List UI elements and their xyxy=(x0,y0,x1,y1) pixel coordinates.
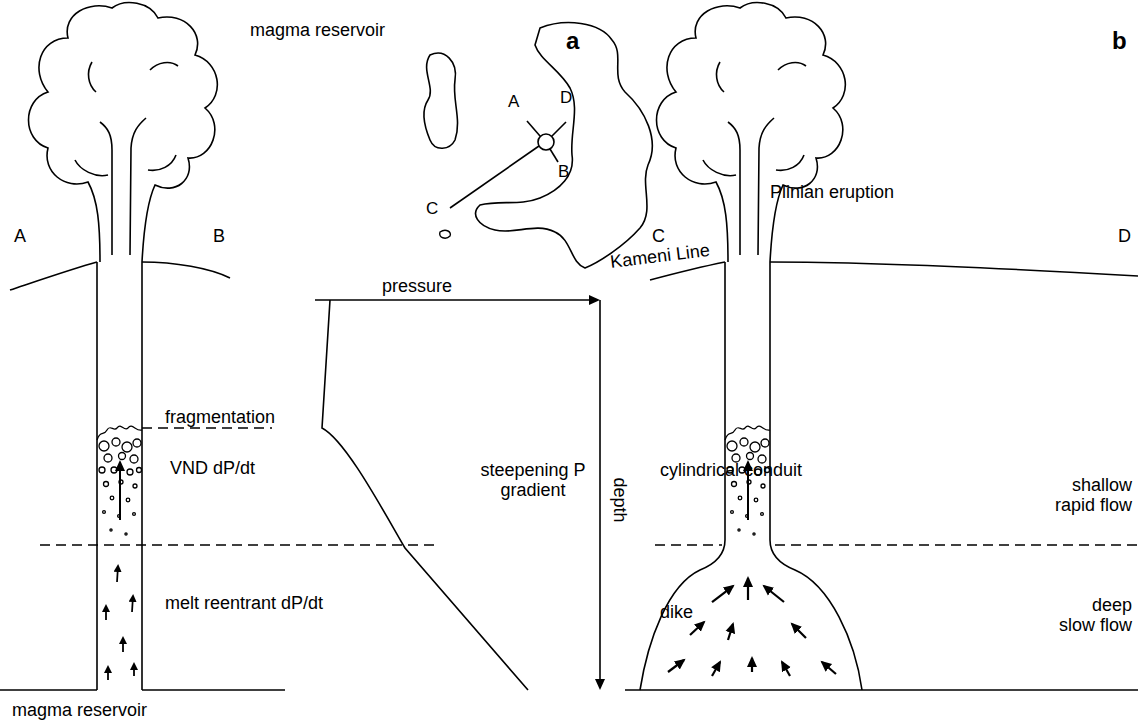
note-label: magma reservoir xyxy=(250,20,385,40)
profile-letter: B xyxy=(213,226,225,246)
zone-label: fragmentation xyxy=(165,407,275,427)
axis-label: pressure xyxy=(382,276,452,296)
profile-letter: C xyxy=(652,226,665,246)
zone-label: cylindrical conduit xyxy=(660,460,802,480)
zone-label: VND dP/dt xyxy=(170,458,255,478)
eruption-label: Plinian eruption xyxy=(770,182,894,202)
plot-label: steepening P gradient xyxy=(476,460,591,500)
profile-letter: A xyxy=(14,226,26,246)
panel-letter: a xyxy=(566,28,579,54)
axis-label: depth xyxy=(610,477,630,522)
panel-letter: b xyxy=(1112,28,1127,54)
profile-letter: D xyxy=(1118,226,1131,246)
map-letter: A xyxy=(508,92,519,111)
zone-label: deep slow flow xyxy=(1054,595,1132,635)
zone-label: shallow rapid flow xyxy=(1042,475,1132,515)
map-letter: D xyxy=(560,88,572,107)
reservoir-label: magma reservoir xyxy=(12,700,147,720)
map-letter: B xyxy=(558,162,569,181)
zone-label: melt reentrant dP/dt xyxy=(165,593,323,613)
map-letter: C xyxy=(426,199,438,218)
zone-label: dike xyxy=(660,602,693,622)
